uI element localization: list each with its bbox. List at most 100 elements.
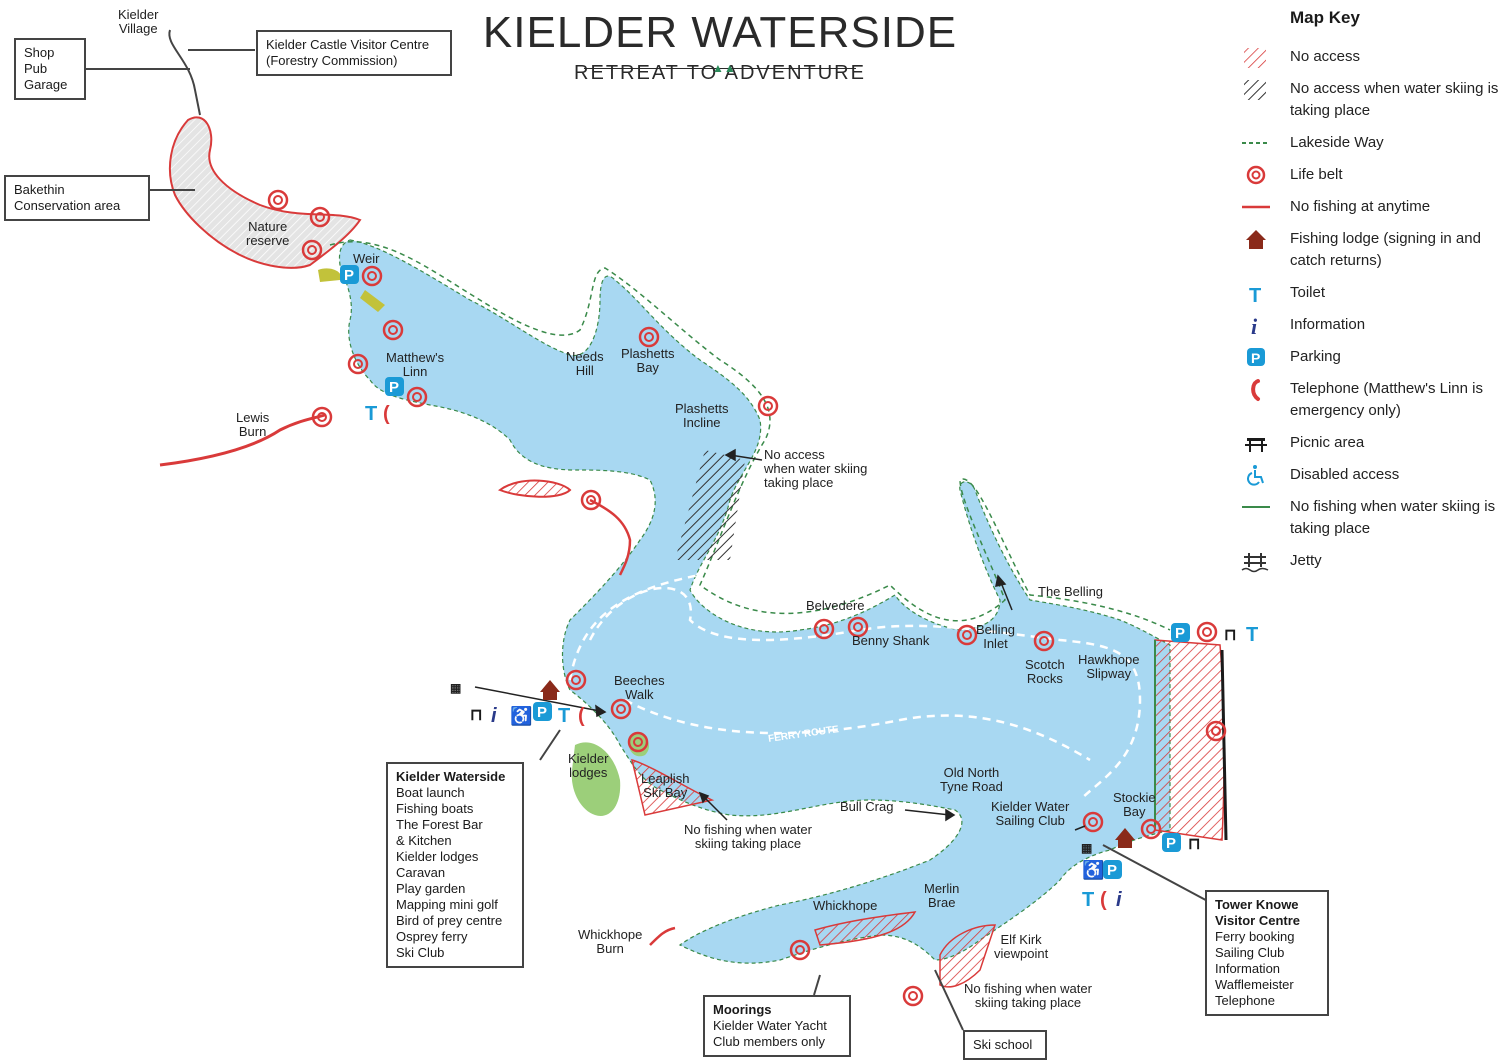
svg-text:T: T [1246,624,1258,646]
picnic-icon [1245,438,1267,452]
kielder-waterside-box: Kielder Waterside Boat launch Fishing bo… [386,762,524,968]
label-bull-crag: Bull Crag [840,799,894,814]
lakeside-way-icon [1242,142,1270,144]
label-needs-hill: Needs Hill [566,349,604,378]
key-item: Lakeside Way [1232,132,1502,164]
svg-text:(: ( [578,705,585,727]
key-item: Disabled access [1232,464,1502,496]
svg-text:♿: ♿ [1082,859,1104,880]
label-belling-inlet: Belling Inlet [976,622,1016,651]
key-item: P Parking [1232,346,1502,378]
no-fishing-line-lewis [159,413,326,467]
label-no-fishing-2: No fishing when water skiing taking plac… [964,981,1092,1010]
svg-text:(: ( [1100,889,1107,911]
label-whickhope: Whickhope [813,898,878,913]
no-access-area-leaplish [630,758,715,816]
bakethin-box: Bakethin Conservation area [4,175,150,221]
shop-box: Shop Pub Garage [14,38,86,100]
svg-text:P: P [389,379,399,396]
label-nature-reserve: Nature reserve [246,219,290,248]
no-fishing-line-east [1220,649,1228,841]
svg-text:T: T [1249,285,1261,306]
no-access-area-elfkirk [939,924,997,988]
map-tagline: RETREAT TO ADVENTURE [574,62,866,84]
svg-text:▦: ▦ [450,681,461,695]
svg-text:P: P [1107,862,1117,879]
svg-text:P: P [344,267,354,284]
svg-text:T: T [558,705,570,727]
svg-text:P: P [1166,835,1176,852]
label-hawkhope-slipway: Hawkhope Slipway [1078,652,1140,681]
fishing-lodge-icon [1246,230,1266,249]
ski-no-access-area [675,450,745,560]
svg-text:i: i [491,705,497,727]
no-fishing-ski-line-icon [1242,506,1270,508]
key-item: T Toilet [1232,282,1502,314]
jetty-icon [1241,553,1269,573]
svg-text:T: T [1082,889,1094,911]
svg-text:⊓: ⊓ [1224,627,1236,644]
castle-box: Kielder Castle Visitor Centre (Forestry … [256,30,452,76]
svg-text:T: T [365,403,377,425]
toilet-icon: T [1249,285,1261,306]
label-whickhope-burn: Whickhope Burn [578,927,643,956]
ferry-route [588,586,1142,801]
no-fishing-line-whickhope [649,926,676,946]
ski-hatch-icon [1244,80,1266,100]
ski-school-box: Ski school [963,1030,1047,1060]
label-old-north-tyne-road: Old North Tyne Road [940,765,1003,794]
tree-icon: ▲▲ [712,61,736,75]
map-title-block: KIELDER WATERSIDE ▲▲ RETREAT TO ADVENTUR… [470,8,970,85]
map-key-heading: Map Key [1290,8,1360,27]
label-matthews-linn: Matthew's Linn [386,350,445,379]
label-leaplish-ski-bay: Leaplish Ski Bay [641,771,690,800]
no-access-hatch-icon [1244,48,1266,68]
label-kielder-village: Kielder Village [118,7,159,36]
label-no-access-ski: No access when water skiing taking place [764,447,868,490]
label-the-belling: The Belling [1038,584,1104,599]
no-fishing-line-icon [1242,205,1270,209]
svg-text:P: P [1251,350,1260,366]
label-weir: Weir [353,251,380,266]
label-kielder-lodges: Kielder lodges [568,751,609,780]
label-stockie-bay: Stockie Bay [1113,790,1156,819]
label-plashetts-incline: Plashetts Incline [675,401,729,430]
svg-text:(: ( [383,403,390,425]
key-item: Telephone (Matthew's Linn is emergency o… [1232,378,1502,432]
label-benny-shank: Benny Shank [852,633,930,648]
key-item: Life belt [1232,164,1502,196]
svg-text:i: i [1116,889,1122,911]
life-belt-icon [1246,165,1266,185]
no-fishing-line-north [589,498,632,576]
svg-text:P: P [1175,625,1185,642]
kielder-lodges-wood [571,742,621,816]
no-access-area-whickhope [814,911,917,946]
disabled-access-icon [1247,465,1264,486]
svg-text:i: i [1251,314,1258,338]
tower-knowe-box: Tower Knowe Visitor Centre Ferry booking… [1205,890,1329,1016]
parking-icon: P [1247,348,1265,366]
label-beeches-walk: Beeches Walk [614,673,665,702]
key-item: Fishing lodge (signing in and catch retu… [1232,228,1502,282]
label-lewis-burn: Lewis Burn [236,410,270,439]
svg-text:P: P [537,704,547,721]
information-icon: i [1251,314,1258,338]
telephone-icon [1251,379,1260,401]
label-belvedere: Belvedere [806,598,865,613]
label-sailing-club: Kielder Water Sailing Club [991,799,1070,828]
svg-text:♿: ♿ [510,705,532,726]
key-item: No access [1232,46,1502,78]
key-item: Picnic area [1232,432,1502,464]
moorings-box: Moorings Kielder Water Yacht Club member… [703,995,851,1057]
svg-text:⊓: ⊓ [470,707,482,724]
label-no-fishing-1: No fishing when water skiing taking plac… [684,822,812,851]
key-item: No fishing when water skiing is taking p… [1232,496,1502,550]
svg-text:▦: ▦ [1081,841,1092,855]
key-item: No access when water skiing is taking pl… [1232,78,1502,132]
svg-text:⊓: ⊓ [1188,836,1200,853]
label-scotch-rocks: Scotch Rocks [1025,657,1065,686]
no-access-area-north [497,479,572,498]
key-item: No fishing at anytime [1232,196,1502,228]
life-belts [267,189,1227,1007]
